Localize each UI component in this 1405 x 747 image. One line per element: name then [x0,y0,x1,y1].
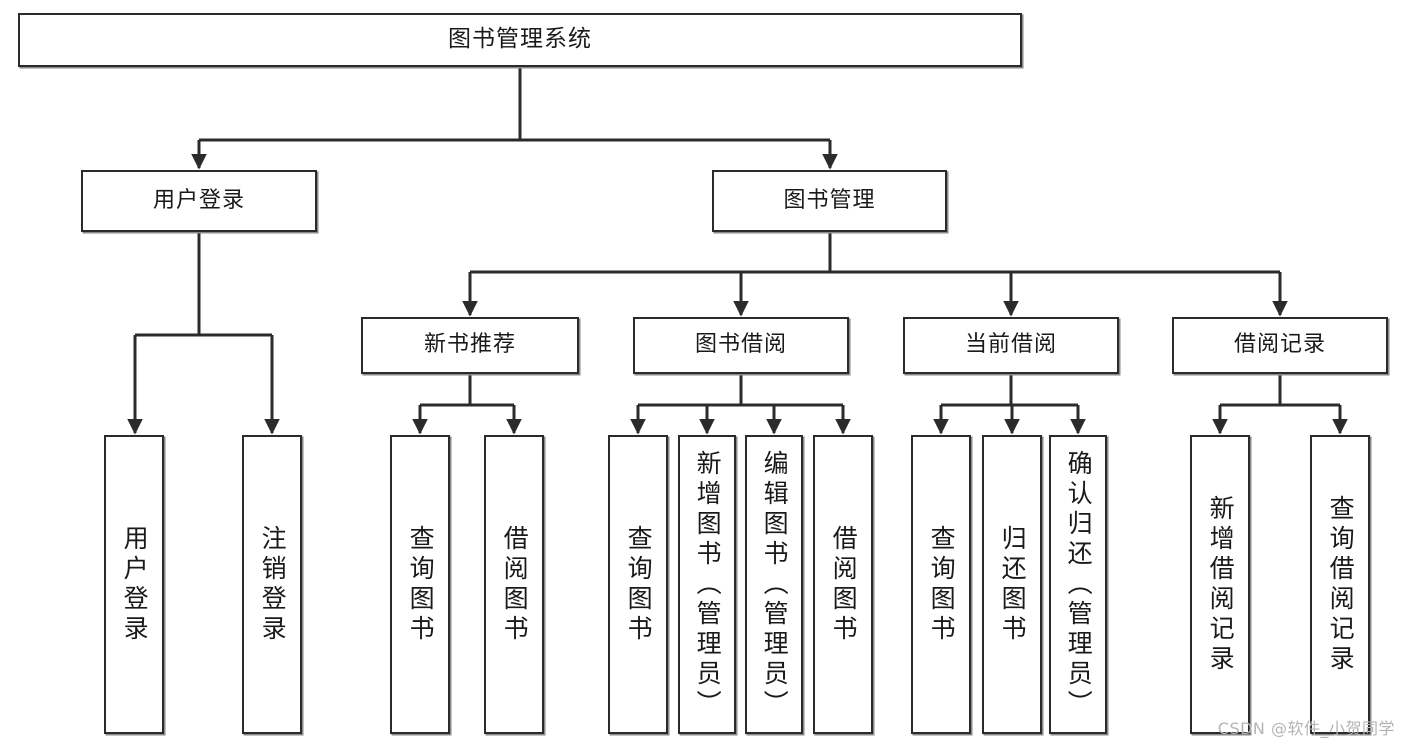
node-current-borrow[interactable]: 当前借阅 [903,317,1119,374]
node-book-management[interactable]: 图书管理 [712,170,947,232]
node-leaf-edit-book-admin[interactable]: 编辑图书（管理员） [745,435,803,734]
node-new-book-recommend-label: 新书推荐 [423,332,516,358]
node-leaf-return-book-label: 归还图书 [998,524,1028,645]
node-leaf-add-book-admin[interactable]: 新增图书（管理员） [678,435,736,734]
node-leaf-query-borrow-record-label: 查询借阅记录 [1326,494,1356,675]
node-leaf-return-book[interactable]: 归还图书 [982,435,1042,734]
node-leaf-query-book-2[interactable]: 查询图书 [608,435,668,734]
node-new-book-recommend[interactable]: 新书推荐 [361,317,579,374]
node-book-management-label: 图书管理 [783,187,876,213]
node-leaf-edit-book-admin-label: 编辑图书（管理员） [760,449,790,720]
node-leaf-borrow-book-2[interactable]: 借阅图书 [813,435,873,734]
watermark-text: CSDN @软件_小贺同学 [1217,719,1395,738]
node-leaf-borrow-book-1[interactable]: 借阅图书 [484,435,544,734]
node-leaf-borrow-book-2-label: 借阅图书 [829,524,859,645]
node-leaf-add-book-admin-label: 新增图书（管理员） [693,449,723,720]
node-user-login[interactable]: 用户登录 [81,170,317,232]
node-leaf-query-book-1[interactable]: 查询图书 [390,435,450,734]
node-root-system-label: 图书管理系统 [448,26,592,53]
node-leaf-user-login-label: 用户登录 [120,524,150,645]
node-leaf-query-borrow-record[interactable]: 查询借阅记录 [1310,435,1370,734]
node-leaf-confirm-return-admin-label: 确认归还（管理员） [1064,449,1094,720]
node-borrow-records-label: 借阅记录 [1233,332,1326,358]
node-leaf-add-borrow-record-label: 新增借阅记录 [1206,494,1236,675]
node-user-login-label: 用户登录 [152,187,245,213]
node-borrow-records[interactable]: 借阅记录 [1172,317,1388,374]
node-book-borrow[interactable]: 图书借阅 [633,317,849,374]
node-book-borrow-label: 图书借阅 [694,332,787,358]
node-leaf-add-borrow-record[interactable]: 新增借阅记录 [1190,435,1250,734]
node-leaf-query-book-3[interactable]: 查询图书 [911,435,971,734]
node-leaf-borrow-book-1-label: 借阅图书 [500,524,530,645]
node-current-borrow-label: 当前借阅 [964,332,1057,358]
node-leaf-query-book-2-label: 查询图书 [624,524,654,645]
node-leaf-query-book-3-label: 查询图书 [927,524,957,645]
node-leaf-user-logout[interactable]: 注销登录 [242,435,302,734]
node-leaf-confirm-return-admin[interactable]: 确认归还（管理员） [1049,435,1107,734]
node-leaf-user-logout-label: 注销登录 [258,524,288,645]
node-leaf-user-login[interactable]: 用户登录 [104,435,164,734]
node-root-system[interactable]: 图书管理系统 [18,13,1022,67]
node-leaf-query-book-1-label: 查询图书 [406,524,436,645]
